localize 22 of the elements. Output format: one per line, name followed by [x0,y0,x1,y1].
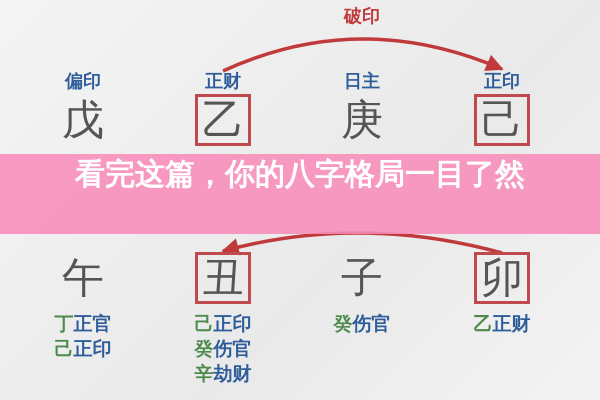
heading: 正印 [484,70,520,94]
character-box: 卯 [474,252,530,304]
hidden-stem-line: 己正印 [194,312,252,337]
character-box: 丑 [195,252,251,304]
hidden-stem-line: 己正印 [54,337,112,362]
heading: 正财 [205,70,241,94]
hidden-stem-line: 癸伤官 [194,337,252,362]
heading: 日主 [344,70,380,94]
character-box: 乙 [195,94,251,146]
hidden-stem-line: 辛劫财 [194,362,252,387]
character: 戊 [61,94,105,146]
edge-label: 破印 [344,6,380,28]
character: 午 [61,252,105,304]
hidden-stem-line: 乙正财 [474,312,530,337]
hidden-stem-line: 丁正官 [54,312,112,337]
character: 子 [340,252,384,304]
heading: 偏印 [65,70,101,94]
character: 庚 [340,94,384,146]
character-box: 己 [474,94,530,146]
arrow [222,37,504,73]
hidden-stem-line: 癸伤官 [334,312,390,337]
title: 看完这篇，你的八字格局一目了然 [74,156,526,193]
